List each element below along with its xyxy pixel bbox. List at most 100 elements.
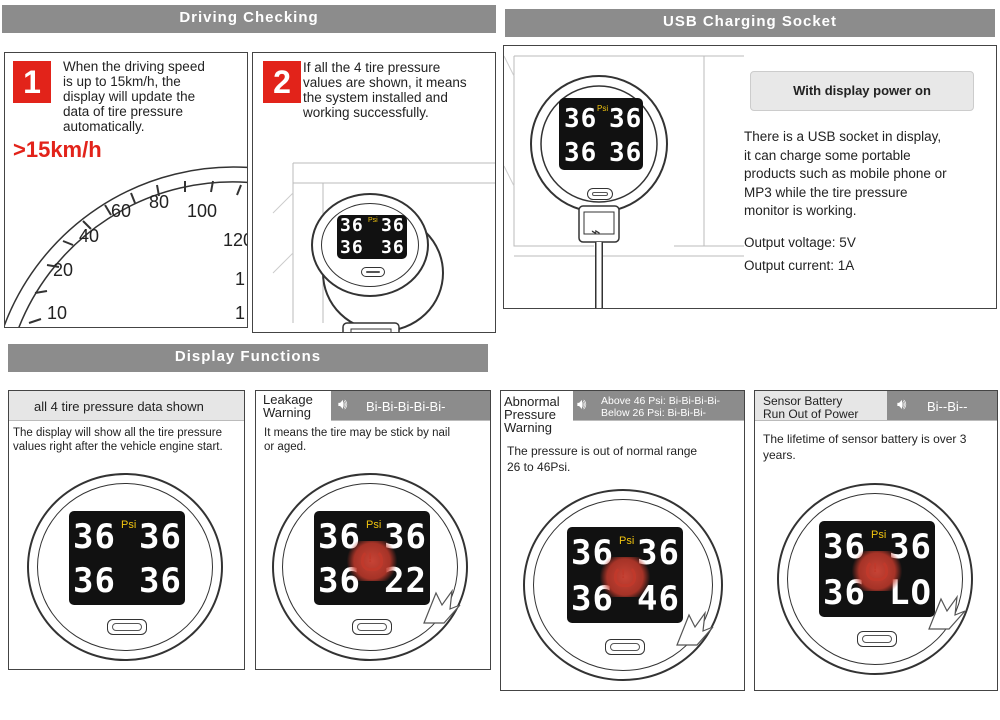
device-button [605,639,645,655]
pointer-hand-icon [928,595,966,630]
beep-pattern-line: Above 46 Psi: Bi-Bi-Bi-Bi- [601,395,721,407]
usb-description-line: it can charge some portable [744,147,911,163]
tire-value: 36 [139,561,182,601]
function-description-line: The lifetime of sensor battery is over 3 [763,432,967,446]
tire-value: 36 [564,104,598,134]
output-current: Output current: 1A [744,257,855,273]
driving-step-1-panel: 1 When the driving speed is up to 15km/h… [4,52,248,328]
beep-pattern-line: Below 26 Psi: Bi-Bi-Bi- [601,407,707,419]
function-panel-abnormal: Abnormal Pressure Warning 🔊︎ Above 46 Ps… [500,390,745,691]
beep-pattern: Above 46 Psi: Bi-Bi-Bi-Bi- Below 26 Psi:… [601,395,720,419]
usb-output-specs: Output voltage: 5V Output current: 1A [744,234,856,275]
device-button [857,631,897,647]
psi-unit: Psi [368,217,378,224]
tire-value: 36 [139,517,182,557]
psi-unit: Psi [597,104,609,113]
step-1-line: display will update the [63,89,196,104]
usb-device-screen: 36 Psi 36 36 36 [559,98,643,170]
tire-warning-icon [614,565,636,587]
device-ring [321,203,419,287]
function-header [887,391,997,421]
device-ring [533,499,713,671]
step-2-line: the system installed and [303,90,448,105]
speaker-icon: 🔊︎ [577,396,587,413]
function-title-line: Abnormal [504,394,560,409]
psi-unit: Psi [366,519,382,531]
function-description-line: The pressure is out of normal range [507,444,698,458]
tire-value: 36 [381,215,405,236]
tpms-display-device: 36 Psi 36 36 36 [27,473,223,661]
function-title: Sensor Battery Run Out of Power [763,395,858,421]
tire-value: 36 [73,517,116,557]
pointer-hand-icon [676,611,714,646]
function-title: Leakage Warning [263,393,313,419]
step-1-text: When the driving speed is up to 15km/h, … [63,59,205,134]
beep-pattern: Bi-Bi-Bi-Bi-Bi- [366,399,446,414]
usb-device-button [587,188,613,200]
function-title-line: Warning [504,420,552,435]
function-title: all 4 tire pressure data shown [34,399,204,414]
step-2-badge: 2 [263,61,301,103]
tire-value: 36 [609,104,643,134]
tire-value: 36 [564,138,598,168]
tpms-display-device: 36 Psi 36 36 46 [523,489,723,681]
tire-value: 36 [609,138,643,168]
device-screen: 36 Psi 36 36 36 [69,511,185,605]
speedometer-illustration [5,166,247,327]
device-screen: 36 Psi 36 36 46 [567,527,683,623]
function-title: Abnormal Pressure Warning [504,395,560,434]
tpms-display-device: 36 Psi 36 36 22 [272,473,468,661]
function-panel-battery: Sensor Battery Run Out of Power 🔊︎ Bi--B… [754,390,998,691]
usb-description: There is a USB socket in display, it can… [744,128,947,221]
tire-warning-icon [866,559,888,581]
usb-dashboard-illustration [504,55,744,308]
function-title-line: Sensor Battery [763,394,843,408]
usb-symbol-icon: ⌁ [591,224,601,241]
dial-tick-60: 60 [111,201,132,221]
function-description-line: The display will show all the tire press… [13,427,223,439]
tire-value: 36 [340,215,364,236]
function-description: The pressure is out of normal range 26 t… [507,443,697,475]
function-header [573,391,744,421]
device-button [352,619,392,635]
device-ring [787,493,963,665]
function-title-line: Run Out of Power [763,407,859,421]
dial-tick-40: 40 [79,226,100,246]
beep-pattern: Bi--Bi-- [927,399,968,414]
tire-value: 36 [340,237,364,258]
function-description: The lifetime of sensor battery is over 3… [763,431,966,463]
step-1-line: data of tire pressure [63,104,184,119]
section-banner-driving: Driving Checking [2,5,496,33]
device-button [107,619,147,635]
dial-tick-100: 100 [187,201,218,221]
function-header [9,391,244,421]
step-1-badge: 1 [13,61,51,103]
step-2-line: values are shown, it means [303,75,467,90]
step-2-text: If all the 4 tire pressure values are sh… [303,60,467,120]
tire-value: 36 [381,237,405,258]
device-button [361,267,385,277]
tpms-display-device: 36 Psi 36 36 36 [311,193,429,297]
function-description: It means the tire may be stick by nail o… [264,426,450,454]
speed-label: >15km/h [13,137,102,162]
dial-tick-10: 10 [47,303,68,323]
step-1-line: automatically. [63,119,145,134]
dial-tick-20: 20 [53,260,74,280]
dial-tick-partial: 1 [235,269,246,289]
step-1-line: is up to 15km/h, the [63,74,181,89]
function-header [331,391,490,421]
usb-description-line: There is a USB socket in display, [744,129,942,144]
function-description-line: values right after the vehicle engine st… [13,441,223,453]
function-panel-leakage: Leakage Warning 🔊︎ Bi-Bi-Bi-Bi-Bi- It me… [255,390,491,670]
psi-unit: Psi [121,519,137,531]
usb-description-line: products such as mobile phone or [744,166,947,181]
power-on-label: With display power on [750,71,974,111]
section-banner-usb: USB Charging Socket [505,9,995,37]
device-screen: 36 Psi 36 36 LO [819,521,935,617]
psi-unit: Psi [871,529,887,541]
device-screen: 36 Psi 36 36 22 [314,511,430,605]
device-screen: 36 Psi 36 36 36 [337,215,407,259]
device-ring [37,483,213,651]
dial-tick-80: 80 [149,192,170,212]
psi-unit: Psi [619,535,635,547]
